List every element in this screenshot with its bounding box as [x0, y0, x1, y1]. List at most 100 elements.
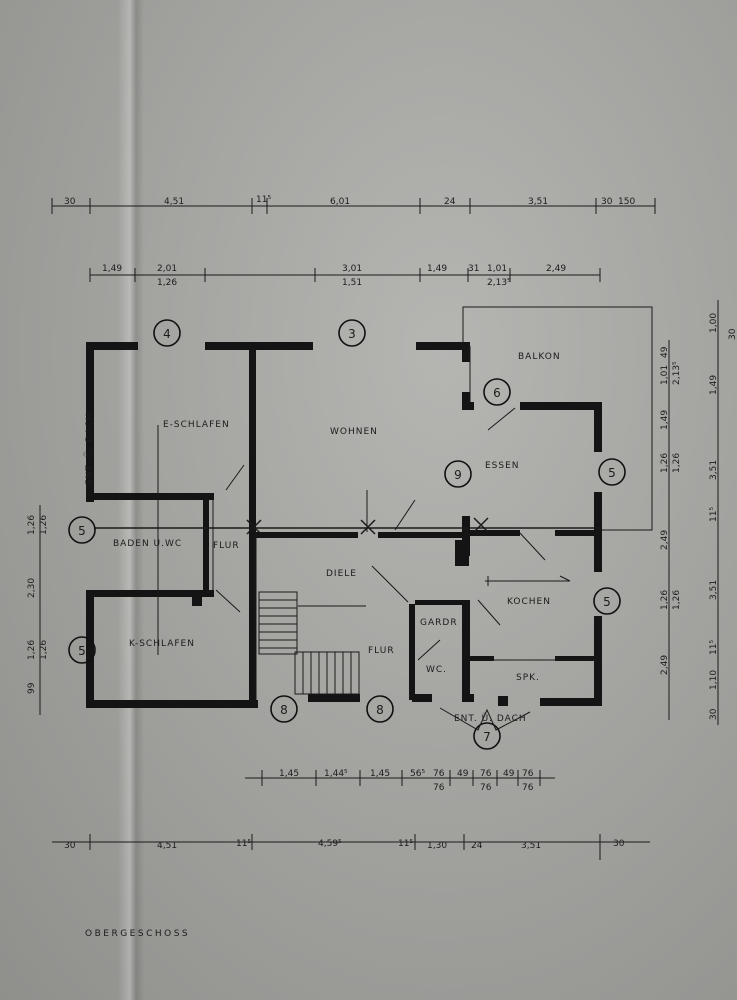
dim-bottom1-8: 76 — [480, 769, 492, 779]
room-label-spk: SPK. — [516, 673, 540, 683]
dim-left-5: 1,26 — [39, 640, 49, 660]
dim-bottom2-6: 1,30 — [427, 841, 447, 851]
dim-bottom1-12: 76 — [522, 783, 534, 793]
room-label-diele: DIELE — [326, 569, 357, 579]
label-ent-dach-left: ENT. Ü. DACH — [84, 412, 95, 485]
axis-marker-5-left-top: 5 — [78, 524, 86, 538]
dim-right2-7: 3,51 — [709, 580, 719, 600]
dim-bottom1-2: 1,44⁵ — [324, 769, 348, 779]
dim-top2-2: 2,01 — [157, 264, 177, 274]
dim-right2-9: 1,10 — [709, 670, 719, 690]
dim-left-1: 1,26 — [27, 515, 37, 535]
balcony-outline — [462, 306, 653, 531]
dim-top-1: 30 — [64, 197, 76, 207]
dim-bottom1-6: 76 — [433, 783, 445, 793]
dim-bottom2-2: 4,51 — [157, 841, 177, 851]
room-label-gardr: GARDR — [420, 618, 458, 628]
dim-right2-10: 30 — [709, 708, 719, 720]
top-dimension-lines — [51, 198, 656, 282]
axis-marker-3: 3 — [348, 327, 356, 341]
dim-top2-5: 1,51 — [342, 278, 362, 288]
dim-right2-1: 2,13⁵ — [672, 361, 682, 385]
dim-right2-5: 3,51 — [709, 460, 719, 480]
room-label-baden-wc: BADEN U.WC — [113, 539, 182, 549]
dim-top-5: 24 — [444, 197, 456, 207]
dim-right1-3: 1,49 — [660, 410, 670, 430]
dim-bottom2-9: 30 — [613, 839, 625, 849]
dim-bottom1-11: 76 — [522, 769, 534, 779]
dim-right2-3: 30 — [728, 328, 737, 340]
dim-left-3: 2,30 — [27, 578, 37, 598]
dim-bottom2-1: 30 — [64, 841, 76, 851]
dim-top-3: 11⁵ — [256, 195, 271, 205]
dim-right2-2: 1,00 — [709, 313, 719, 333]
dim-top2-3: 1,26 — [157, 278, 177, 288]
dim-top2-8: 1,01 — [487, 264, 507, 274]
dim-right1-9: 2,49 — [660, 655, 670, 675]
dim-top2-4: 3,01 — [342, 264, 362, 274]
dim-bottom1-5: 76 — [433, 769, 445, 779]
axis-marker-5-right-top: 5 — [608, 466, 616, 480]
dim-top-2: 4,51 — [164, 197, 184, 207]
room-label-kochen: KOCHEN — [507, 597, 551, 607]
room-label-k-schlafen: K-SCHLAFEN — [129, 639, 195, 649]
dim-bottom1-10: 49 — [503, 769, 515, 779]
dim-right1-1: 1,01 — [660, 365, 670, 385]
dim-top2-10: 2,49 — [546, 264, 566, 274]
dim-right1-5: 1,26 — [672, 453, 682, 473]
dim-top-7: 30 — [601, 197, 613, 207]
axis-marker-5-left-bottom: 5 — [78, 644, 86, 658]
room-label-wohnen: WOHNEN — [330, 427, 378, 437]
room-label-flur-lower: FLUR — [368, 646, 395, 656]
dim-top2-9: 2,13⁵ — [487, 278, 511, 288]
column-markers — [246, 517, 489, 535]
dim-bottom2-8: 3,51 — [521, 841, 541, 851]
room-label-flur-upper: FLUR — [213, 541, 240, 551]
axis-marker-8-left: 8 — [280, 703, 288, 717]
axis-marker-9: 9 — [454, 468, 462, 482]
dim-bottom1-1: 1,45 — [279, 769, 299, 779]
dim-bottom2-4: 4,59⁵ — [318, 839, 342, 849]
dim-bottom1-4: 56⁵ — [410, 769, 425, 779]
axis-marker-5-right-bottom: 5 — [603, 595, 611, 609]
dim-right1-4: 1,26 — [660, 453, 670, 473]
dim-bottom2-3: 11⁵ — [236, 839, 251, 849]
dim-bottom1-9: 76 — [480, 783, 492, 793]
dim-right2-6: 11⁵ — [709, 507, 719, 522]
dim-top2-1: 1,49 — [102, 264, 122, 274]
dim-bottom1-7: 49 — [457, 769, 469, 779]
staircase — [258, 591, 366, 695]
axis-markers — [68, 319, 626, 750]
bottom-dimension-lines — [52, 770, 650, 860]
drawing-title: OBERGESCHOSS — [85, 929, 190, 939]
axis-marker-4: 4 — [163, 327, 171, 341]
axis-marker-7: 7 — [483, 730, 491, 744]
label-ent-dach-bottom: ENT. Ü. DACH — [454, 713, 527, 724]
axis-marker-6: 6 — [493, 386, 501, 400]
dim-top2-7: 31 — [468, 264, 479, 274]
room-label-wc: WC. — [426, 665, 447, 675]
dim-bottom2-5: 11⁵ — [398, 839, 413, 849]
dim-right1-2: 49 — [660, 346, 670, 358]
room-label-essen: ESSEN — [485, 461, 520, 471]
dim-right2-8: 11⁵ — [709, 640, 719, 655]
dim-bottom2-7: 24 — [471, 841, 483, 851]
dim-right1-6: 2,49 — [660, 530, 670, 550]
dim-bottom1-3: 1,45 — [370, 769, 390, 779]
room-label-balkon: BALKON — [518, 352, 561, 362]
axis-marker-8-right: 8 — [376, 703, 384, 717]
walls — [86, 342, 602, 708]
room-label-e-schlafen: E-SCHLAFEN — [163, 420, 230, 430]
dim-left-4: 1,26 — [27, 640, 37, 660]
dim-top-4: 6,01 — [330, 197, 350, 207]
dim-top2-6: 1,49 — [427, 264, 447, 274]
dim-left-6: 99 — [27, 682, 37, 694]
dim-right1-8: 1,26 — [672, 590, 682, 610]
dim-top-6: 3,51 — [528, 197, 548, 207]
dim-right1-7: 1,26 — [660, 590, 670, 610]
dim-left-2: 1,26 — [39, 515, 49, 535]
dim-right2-4: 1,49 — [709, 375, 719, 395]
dim-top-8: 150 — [618, 197, 635, 207]
